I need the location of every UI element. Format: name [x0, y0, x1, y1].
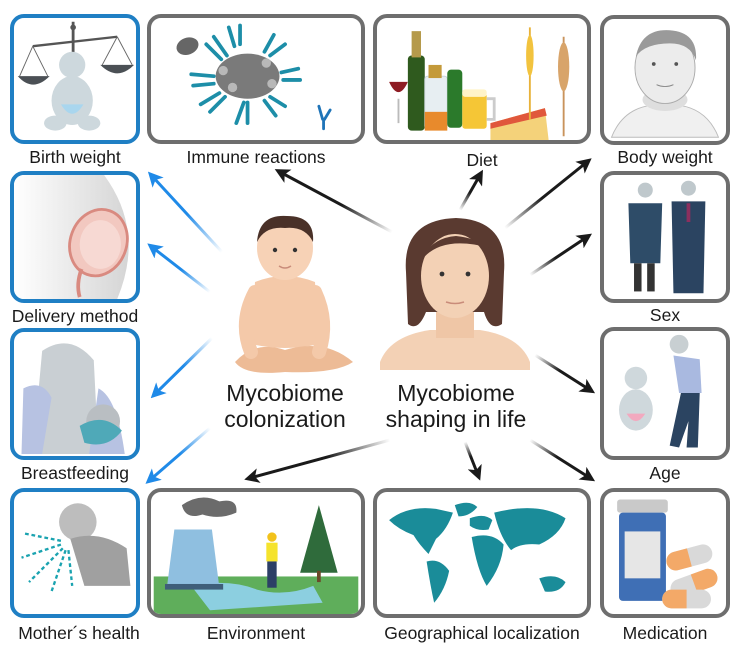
delivery-method-panel: [10, 171, 140, 303]
body-weight-panel: [600, 15, 730, 145]
mycobiome-shaping-label: Mycobiome shaping in life: [376, 380, 536, 433]
mothers-health-panel: [10, 488, 140, 618]
age-label: Age: [649, 463, 681, 483]
breastfeeding-label: Breastfeeding: [21, 463, 129, 483]
age-panel: [600, 327, 730, 460]
adult-woman-illustration: [380, 218, 530, 370]
breastfeeding-mother-icon: [21, 343, 125, 455]
factory-river-worker-tree-icon: [153, 497, 359, 614]
arrow-to-birth-weight: [147, 171, 224, 254]
mycobiome-colonization-line2: colonization: [224, 405, 346, 432]
woman-and-man-suits-icon: [628, 180, 706, 294]
baby-and-elderly-icon: [619, 334, 702, 448]
world-map-icon: [389, 502, 566, 603]
diet-label: Diet: [466, 150, 498, 170]
body-weight-label: Body weight: [617, 147, 713, 167]
medication-label: Medication: [622, 623, 708, 643]
delivery-method-label: Delivery method: [11, 306, 139, 326]
arrow-to-age: [534, 353, 596, 394]
birth-weight-panel: [10, 14, 140, 144]
sex-panel: [600, 171, 730, 303]
arrow-to-environment: [244, 438, 391, 483]
mycobiome-colonization-label: Mycobiome colonization: [210, 380, 360, 433]
mycobiome-colonization-line1: Mycobiome: [226, 380, 344, 406]
geographical-localization-panel: [373, 488, 591, 618]
antibodies-binding-cell-icon: [176, 23, 332, 131]
sex-label: Sex: [649, 305, 681, 325]
mothers-health-label: Mother´s health: [18, 623, 140, 643]
environment-panel: [147, 488, 365, 618]
diet-panel: [373, 14, 591, 144]
medication-panel: [600, 488, 730, 618]
environment-label: Environment: [206, 623, 306, 643]
arrow-to-breastfeeding: [150, 336, 214, 399]
geographical-localization-label: Geographical localization: [384, 623, 580, 643]
birth-weight-label: Birth weight: [29, 147, 121, 167]
breastfeeding-panel: [10, 328, 140, 460]
pill-bottle-capsules-icon: [617, 499, 718, 609]
mycobiome-shaping-line1: Mycobiome: [397, 380, 515, 406]
overweight-man-icon: [610, 30, 720, 138]
alcohol-cheese-grain-icon: [389, 27, 570, 140]
scale-with-baby-icon: [17, 21, 135, 131]
arrow-to-diet: [458, 169, 483, 211]
immune-reactions-label: Immune reactions: [186, 147, 326, 167]
arrow-to-medication: [529, 438, 596, 482]
sneezing-person-icon: [21, 503, 131, 592]
arrow-to-geographical-localization: [463, 441, 482, 481]
mycobiome-shaping-line2: shaping in life: [385, 405, 527, 432]
pregnant-womb-icon: [14, 175, 129, 299]
immune-reactions-panel: [147, 14, 365, 144]
arrow-to-delivery-method: [147, 243, 211, 294]
infant-illustration: [235, 215, 353, 373]
arrow-to-mothers-health: [145, 426, 211, 484]
arrow-to-sex: [529, 233, 592, 277]
